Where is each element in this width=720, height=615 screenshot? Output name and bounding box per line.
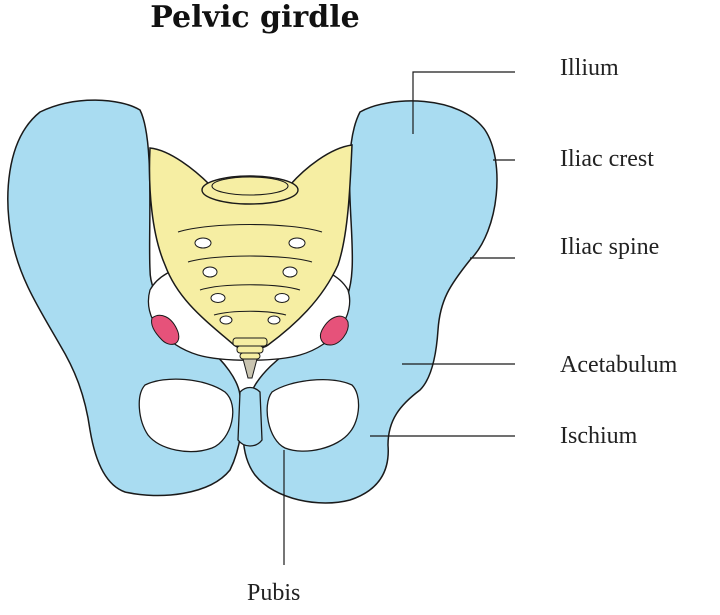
left-sacroiliac-joint — [151, 314, 180, 345]
label-iliac-crest: Iliac crest — [560, 146, 654, 172]
sacral-ridge — [213, 310, 287, 316]
sacral-ridge — [187, 255, 313, 263]
sacral-foramina — [194, 237, 306, 325]
right-obturator-foramen — [266, 379, 360, 452]
leader-ilium — [412, 71, 515, 134]
label-iliac-spine: Iliac spine — [560, 234, 660, 260]
sacral-ridge — [177, 223, 323, 233]
left-obturator-foramen — [138, 378, 234, 453]
pubic-symphysis — [237, 386, 263, 447]
sacral-ridge — [199, 284, 301, 291]
leader-lines — [283, 71, 515, 565]
right-sacroiliac-joint — [319, 315, 349, 346]
label-pubis: Pubis — [247, 580, 301, 606]
label-ilium: Illium — [560, 55, 619, 81]
diagram-title: Pelvic girdle — [150, 0, 360, 35]
label-ischium: Ischium — [560, 423, 638, 449]
label-acetabulum: Acetabulum — [560, 352, 678, 378]
sacral-promontory — [211, 176, 289, 196]
coccyx — [232, 337, 268, 379]
